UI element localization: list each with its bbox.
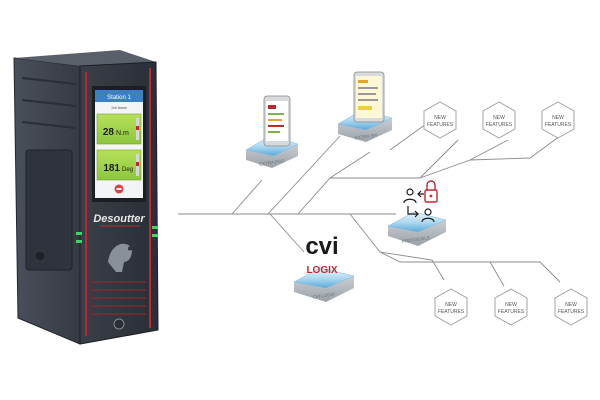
connection-lines (178, 123, 561, 287)
new-features-hex-2: NEW FEATURES (482, 101, 516, 139)
platform-extra-pso: EXTRA PSO (245, 95, 299, 168)
svg-text:NEW: NEW (565, 302, 577, 308)
platform-label: CVI LOGIX (312, 291, 335, 299)
platform-label: EXTRA SH (354, 132, 377, 140)
svg-text:NEW: NEW (505, 302, 517, 308)
svg-text:NEW: NEW (493, 115, 505, 121)
logix-logo-text: LOGIX (306, 265, 337, 276)
platform-extra-sh: EXTRA SH (337, 71, 393, 142)
screen-angle-panel (96, 149, 142, 181)
svg-text:NEW: NEW (445, 302, 457, 308)
svg-text:NEW: NEW (434, 115, 446, 121)
screen-station-title: Station 1 (107, 95, 131, 101)
brand-logo: Desoutter (93, 213, 145, 225)
screen-job-label: Job Name (111, 106, 127, 110)
tablet-icon (353, 71, 385, 123)
screen-angle-unit: Deg (122, 167, 133, 173)
svg-text:FEATURES: FEATURES (438, 309, 465, 315)
access-lock-icon (424, 180, 438, 203)
power-button[interactable] (113, 318, 125, 330)
platform-protocols: PROTOCOLS (387, 180, 447, 246)
phone-icon (263, 95, 291, 147)
screen-torque-unit: N.m (116, 130, 129, 137)
screen-angle-value: 181 (103, 163, 120, 174)
cvi-logo-text: cvi (305, 233, 338, 260)
new-features-hex-1: NEW FEATURES (423, 101, 457, 139)
new-features-hex-4: NEW FEATURES (434, 288, 468, 326)
new-features-hex-5: NEW FEATURES (494, 288, 528, 326)
svg-text:FEATURES: FEATURES (498, 309, 525, 315)
screen-torque-value: 28 (103, 127, 115, 138)
svg-text:FEATURES: FEATURES (558, 309, 585, 315)
svg-text:FEATURES: FEATURES (545, 122, 572, 128)
platform-cvi-logix: CVI LOGIX cvi LOGIX (293, 233, 355, 302)
platform-label: EXTRA PSO (259, 158, 285, 167)
svg-text:FEATURES: FEATURES (486, 122, 513, 128)
cvi-logix-logo: cvi LOGIX (305, 233, 338, 276)
horse-emblem-icon (108, 243, 132, 272)
svg-text:NEW: NEW (552, 115, 564, 121)
platform-label: PROTOCOLS (401, 235, 430, 244)
screen-torque-panel (96, 113, 142, 145)
controller-screen: Station 1 Job Name 28 N.m 181 Deg (92, 86, 146, 202)
new-features-hex-3: NEW FEATURES (541, 101, 575, 139)
new-features-hex-6: NEW FEATURES (554, 288, 588, 326)
controller-device: Station 1 Job Name 28 N.m 181 Deg Desout… (13, 50, 159, 345)
svg-text:FEATURES: FEATURES (427, 122, 454, 128)
front-grille (92, 281, 146, 315)
users-exchange-icon (403, 188, 435, 223)
